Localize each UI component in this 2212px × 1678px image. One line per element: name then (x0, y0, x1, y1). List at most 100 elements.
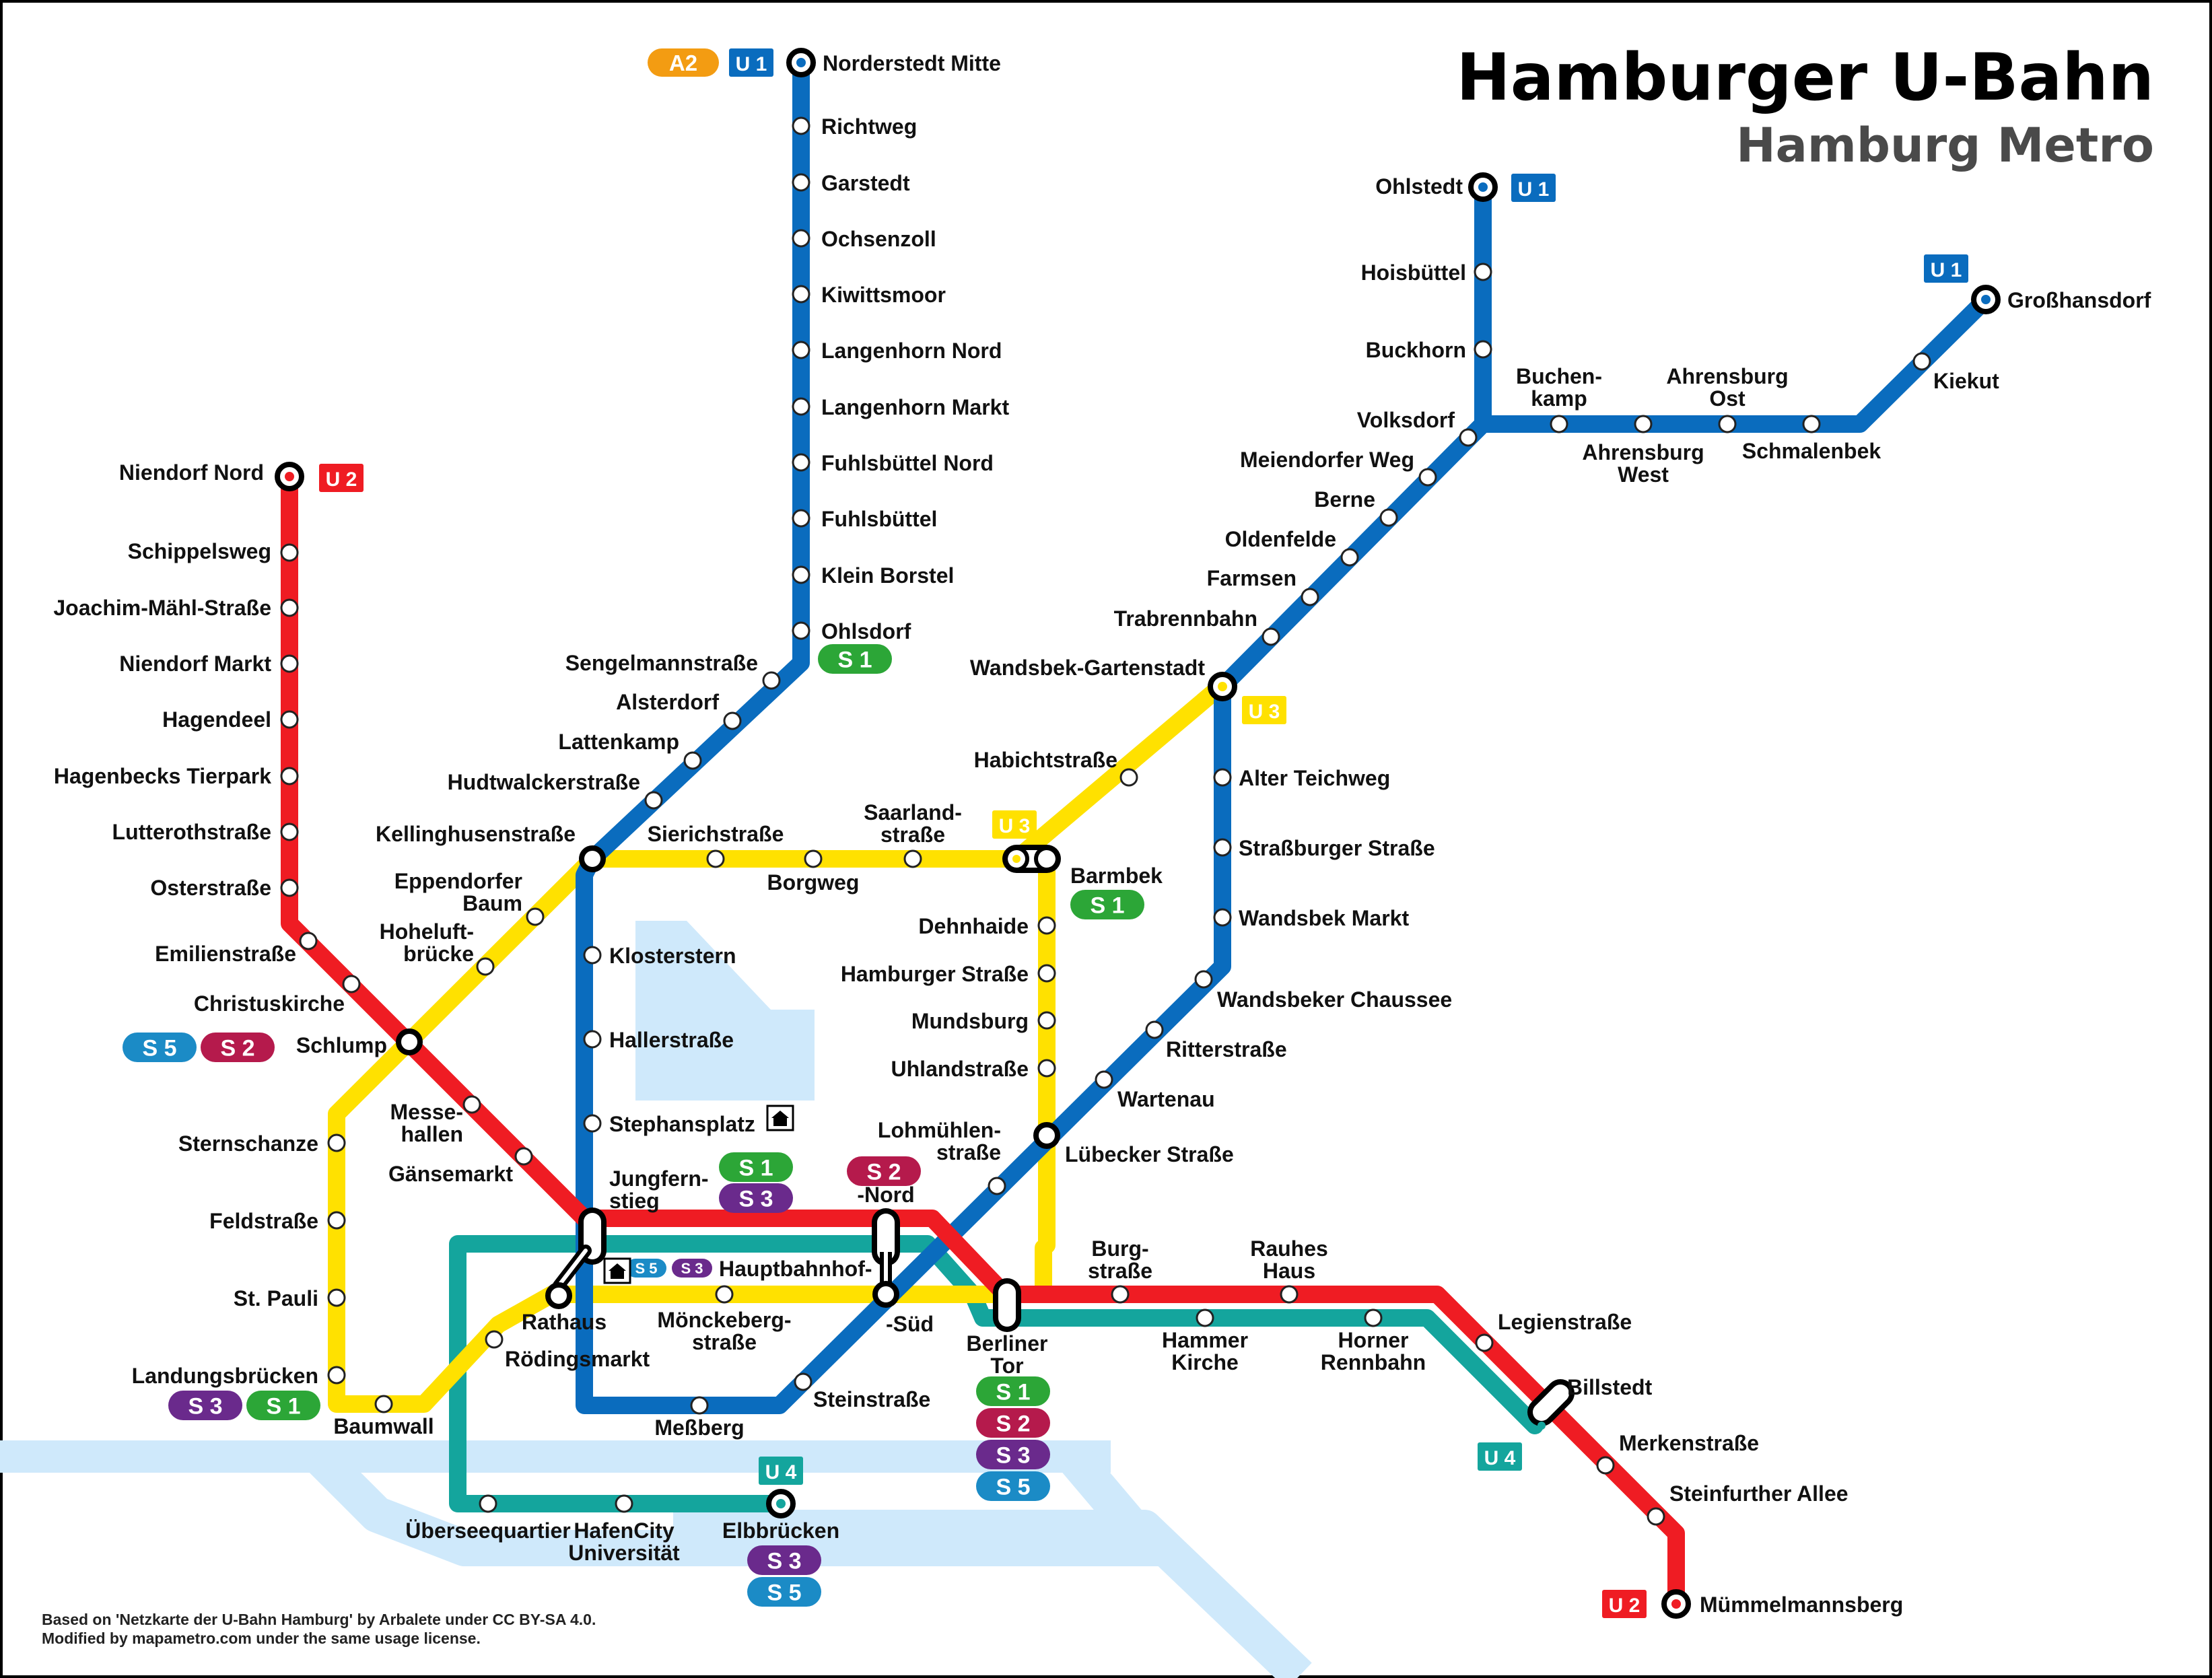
badge-bg (1602, 1590, 1647, 1618)
badge-label: U 2 (326, 468, 357, 491)
label-line: Rödingsmarkt (505, 1347, 650, 1371)
transfer-schlump (396, 1028, 423, 1055)
label-buckhorn: Buckhorn (1366, 338, 1466, 362)
label-line: Farmsen (1207, 566, 1297, 590)
label-line: Straßburger Straße (1239, 836, 1435, 860)
label-hallerstrasse: Hallerstraße (609, 1028, 734, 1052)
stop-ahrensburg_ost (1718, 415, 1737, 433)
label-line: Emilienstraße (155, 942, 296, 966)
badge-s1: S 1 (818, 644, 892, 674)
stop-uhlandstrasse (1037, 1059, 1056, 1078)
label-line: -Nord (857, 1183, 914, 1207)
badge-bg (719, 1183, 793, 1213)
stop-emilienstrasse (299, 932, 318, 950)
label-line: Steinstraße (813, 1387, 930, 1411)
label-line: Gänsemarkt (388, 1162, 513, 1186)
transfer-hbf-sued (872, 1281, 899, 1308)
label-roedingsmarkt: Rödingsmarkt (505, 1347, 650, 1371)
label-hoheluftbruecke: Hoheluft-brücke (380, 919, 474, 966)
stop-landungsbruecken (327, 1366, 346, 1385)
label-line: Kirche (1171, 1350, 1239, 1374)
label-line: straße (880, 823, 945, 847)
line-u4 (449, 1235, 1544, 1512)
label-hudtwalckerstrasse: Hudtwalckerstraße (448, 770, 640, 794)
label-line: Trabrennbahn (1114, 606, 1257, 631)
label-line: Legienstraße (1498, 1310, 1632, 1334)
label-line: Sierichstraße (648, 822, 784, 846)
label-line: Baum (462, 891, 522, 915)
label-line: Barmbek (1070, 864, 1163, 888)
label-schmalenbek: Schmalenbek (1742, 439, 1881, 463)
stop-hagendeel (280, 710, 299, 729)
label-jungfernstieg: Jungfern-stieg (609, 1166, 709, 1213)
stop-lohmuehlenstrasse (988, 1177, 1006, 1195)
stop-legienstrasse (1475, 1333, 1494, 1352)
label-line: Burg- (1091, 1236, 1148, 1261)
stop-roedingsmarkt (485, 1330, 504, 1349)
badge-label: S 2 (996, 1411, 1030, 1436)
label-line: Christuskirche (194, 991, 345, 1016)
stop-hagenbecks_tierpark (280, 767, 299, 785)
badge-s3: S 3 (747, 1545, 821, 1575)
label-line: Stephansplatz (609, 1112, 755, 1136)
label-line: Lattenkamp (558, 730, 679, 754)
label-langenhorn_nord: Langenhorn Nord (821, 339, 1002, 363)
badge-label: U 1 (736, 53, 767, 75)
label-buchenkamp: Buchen-kamp (1516, 364, 1602, 411)
label-line: Schlump (296, 1033, 387, 1057)
station-building-icon (766, 1105, 794, 1131)
label-line: Borgweg (767, 870, 860, 895)
label-line: Uhlandstraße (891, 1057, 1029, 1081)
badge-a2: A2 (648, 48, 719, 77)
label-line: Niendorf Markt (119, 652, 271, 676)
label-line: kamp (1531, 386, 1587, 411)
label-line: Wandsbeker Chaussee (1217, 987, 1452, 1012)
credit-line-2: Modified by mapametro.com under the same… (42, 1630, 481, 1647)
stop-merkenstrasse (1596, 1456, 1615, 1475)
label-line: Jungfern- (609, 1166, 709, 1191)
label-ueberseequartier: Überseequartier (405, 1518, 570, 1543)
badge-u1: U 1 (1924, 254, 1968, 283)
label-fuhlsbuettel_nord: Fuhlsbüttel Nord (821, 451, 994, 475)
stops-layer (275, 48, 2001, 1619)
terminal-dot-niendorf_nord (285, 472, 294, 481)
stop-ochsenzoll (792, 229, 810, 248)
label-habichtstrasse: Habichtstraße (974, 748, 1117, 772)
label-line: Rathaus (522, 1310, 607, 1334)
label-kiekut: Kiekut (1933, 369, 1999, 393)
stop-ueberseequartier (479, 1494, 497, 1513)
stop-borgweg (804, 849, 823, 868)
badge-bg (672, 1259, 712, 1278)
label-elbbruecken: Elbbrücken (722, 1518, 839, 1543)
label-line: Norderstedt Mitte (823, 51, 1001, 75)
label-line: Wartenau (1117, 1087, 1215, 1111)
label-schlump: Schlump (296, 1033, 387, 1057)
stop-moenckebergstrasse (715, 1285, 734, 1304)
badge-u3: U 3 (992, 810, 1037, 839)
badge-bg (246, 1391, 320, 1420)
stop-burgstrasse (1111, 1285, 1130, 1304)
stop-hallerstrasse (583, 1030, 602, 1049)
badge-label: S 1 (996, 1379, 1030, 1405)
label-line: brücke (403, 942, 474, 966)
stop-dehnhaide (1037, 916, 1056, 935)
stop-saarlandstrasse (903, 849, 922, 868)
stop-richtweg (792, 116, 810, 135)
label-hbf_nord: -Nord (857, 1183, 914, 1207)
terminal-dot-elbbruecken (776, 1499, 786, 1508)
label-line: straße (936, 1140, 1001, 1164)
stop-baumwall (374, 1395, 393, 1413)
badge-bg (168, 1391, 242, 1420)
label-ochsenzoll: Ochsenzoll (821, 227, 936, 251)
stop-berne (1379, 508, 1398, 527)
label-ohlstedt: Ohlstedt (1375, 174, 1463, 199)
label-line: Tor (990, 1354, 1023, 1378)
stop-hafencity_universitaet (615, 1494, 633, 1513)
water-layer (0, 921, 1312, 1678)
label-line: Feldstraße (209, 1209, 318, 1233)
label-gaensemarkt: Gänsemarkt (388, 1162, 513, 1186)
badge-label: S 3 (996, 1442, 1030, 1468)
label-line: Elbbrücken (722, 1518, 839, 1543)
